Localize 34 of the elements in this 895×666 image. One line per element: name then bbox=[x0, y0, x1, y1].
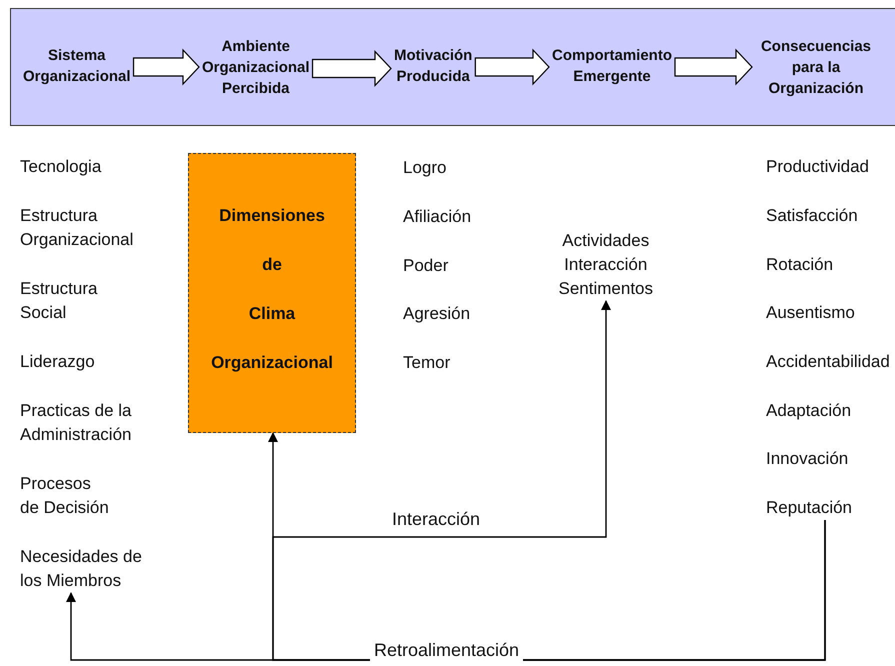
factor-label: Procesos de Decisión bbox=[20, 473, 110, 519]
factor-label: Adaptación bbox=[766, 400, 852, 422]
factor-label: Reputación bbox=[766, 496, 852, 520]
factor-label: Liderazgo bbox=[20, 351, 95, 373]
factor-label: Temor bbox=[403, 352, 450, 374]
factor-label: Agresión bbox=[403, 303, 470, 325]
factor-label: Poder bbox=[403, 255, 448, 277]
header-band bbox=[10, 8, 895, 126]
factor-label: Estructura Social bbox=[20, 278, 98, 324]
block-arrow bbox=[312, 50, 392, 88]
factor-label: Logro bbox=[403, 157, 446, 179]
block-arrow bbox=[474, 48, 550, 86]
factor-label: Innovación bbox=[766, 448, 848, 470]
stage-label: Sistema Organizacional bbox=[23, 45, 131, 87]
factor-label: Estructura Organizacional bbox=[20, 205, 134, 251]
block-arrow bbox=[132, 48, 200, 86]
stage-label: Comportamiento Emergente bbox=[552, 45, 672, 87]
factor-label: Productividad bbox=[766, 156, 870, 178]
factor-label: Accidentabilidad bbox=[766, 351, 890, 373]
factor-label: Practicas de la Administración bbox=[20, 400, 132, 446]
factor-label: Ausentismo bbox=[766, 302, 855, 324]
factor-label: Necesidades de los Miembros bbox=[20, 545, 152, 593]
factor-label: Tecnologia bbox=[20, 156, 102, 178]
dimension-box bbox=[188, 153, 356, 433]
factor-label: Rotación bbox=[766, 254, 834, 276]
factor-label: Actividades Interacción Sentimentos bbox=[558, 229, 653, 301]
box-title: Dimensiones de Clima Organizacional bbox=[210, 205, 334, 374]
stage-label: Consecuencias para la Organización bbox=[755, 36, 877, 99]
factor-label: Afiliación bbox=[403, 206, 472, 228]
block-arrow bbox=[674, 48, 753, 86]
factor-label: Satisfacción bbox=[766, 205, 858, 227]
stage-label: Motivación Producida bbox=[394, 45, 472, 87]
stage-label: Ambiente Organizacional Percibida bbox=[202, 36, 310, 99]
feedback-arrow bbox=[272, 300, 826, 661]
